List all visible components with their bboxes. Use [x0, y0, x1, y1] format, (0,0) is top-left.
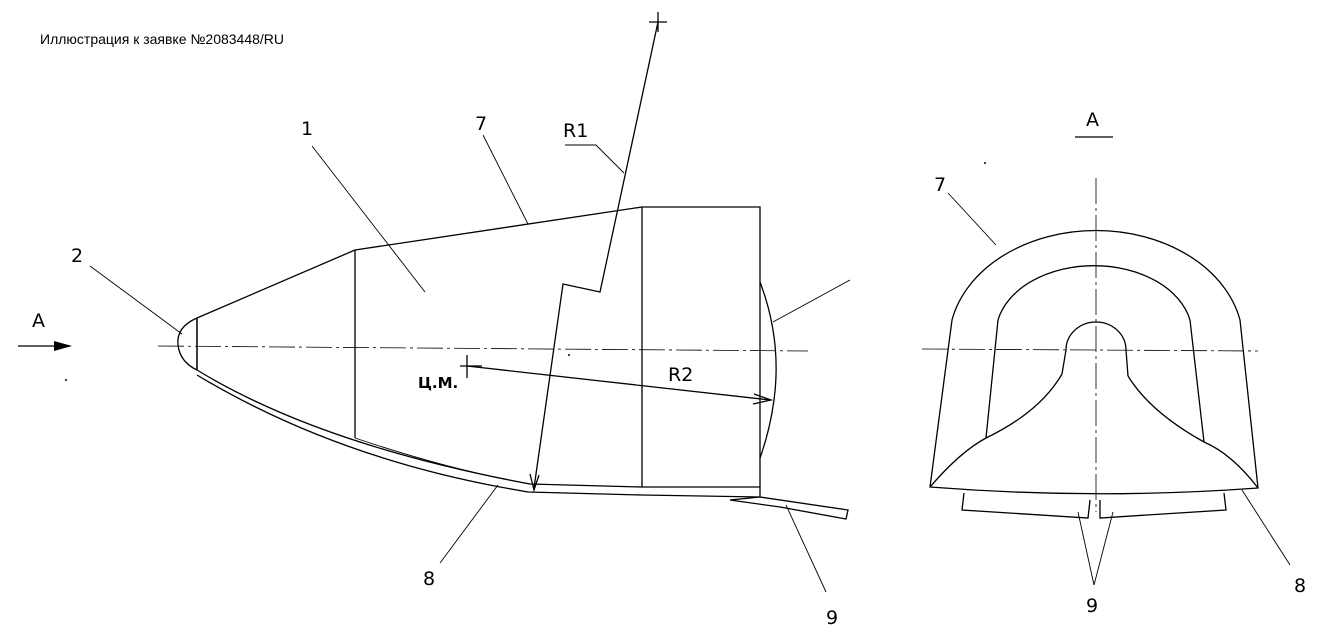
- r1-radius-line: [533, 21, 659, 489]
- bottom-skin: [196, 374, 761, 498]
- leader-7: [482, 134, 529, 225]
- r2-arrowhead: [752, 393, 774, 405]
- view-arrow-head-icon: [54, 341, 72, 351]
- leader-8: [439, 484, 499, 564]
- r1-arrowhead: [529, 473, 540, 493]
- side-view: A 1 7 R1 2 R2 Ц.М. 8 9: [18, 12, 851, 629]
- leader-9: [785, 504, 827, 593]
- leader-r1: [565, 144, 625, 174]
- label-r1: R1: [563, 120, 588, 142]
- label-bottom-edge: 8: [423, 568, 435, 590]
- front-leader-9-left: [1077, 511, 1095, 586]
- side-view-center-axis: [157, 345, 809, 352]
- skid-right: [1099, 492, 1227, 519]
- front-leader-8: [1241, 489, 1291, 566]
- front-label-bottom-edge: 8: [1294, 575, 1306, 597]
- inner-hub: [1061, 321, 1129, 377]
- leader-1: [311, 145, 426, 293]
- scan-speck: [984, 162, 986, 164]
- label-body: 1: [301, 118, 313, 140]
- inner-curve-left: [929, 373, 1063, 488]
- front-view-horizontal-axis: [921, 348, 1259, 352]
- bottom-inner-line: [354, 437, 531, 485]
- inner-curve-right: [1127, 375, 1259, 489]
- nose-cap: [177, 317, 198, 371]
- view-arrow-label: A: [32, 310, 45, 332]
- rear-dome: [759, 281, 777, 459]
- scan-speck: [65, 379, 67, 381]
- label-top-edge: 7: [475, 113, 487, 135]
- front-leader-7: [947, 192, 997, 246]
- front-view: A 7 8 9: [921, 109, 1306, 617]
- label-r2: R2: [668, 364, 693, 386]
- view-arrow: A: [18, 310, 72, 351]
- front-leader-9-right: [1093, 511, 1114, 586]
- scan-speck: [568, 354, 570, 356]
- front-label-skids: 9: [1086, 595, 1098, 617]
- skid-left: [961, 492, 1091, 519]
- front-view-title: A: [1086, 109, 1099, 131]
- leader-2: [89, 265, 183, 335]
- inner-arch: [985, 265, 1205, 443]
- label-nose: 2: [71, 245, 83, 267]
- label-skid: 9: [826, 607, 838, 629]
- body-outline: [196, 206, 761, 488]
- skid: [729, 496, 849, 520]
- front-label-top-edge: 7: [934, 174, 946, 196]
- leader-dome: [772, 279, 851, 323]
- drawing-caption: Иллюстрация к заявке №2083448/RU: [40, 31, 285, 47]
- r2-radius-line: [466, 365, 771, 401]
- label-center-of-mass: Ц.М.: [418, 374, 458, 392]
- outer-shell: [929, 229, 1259, 495]
